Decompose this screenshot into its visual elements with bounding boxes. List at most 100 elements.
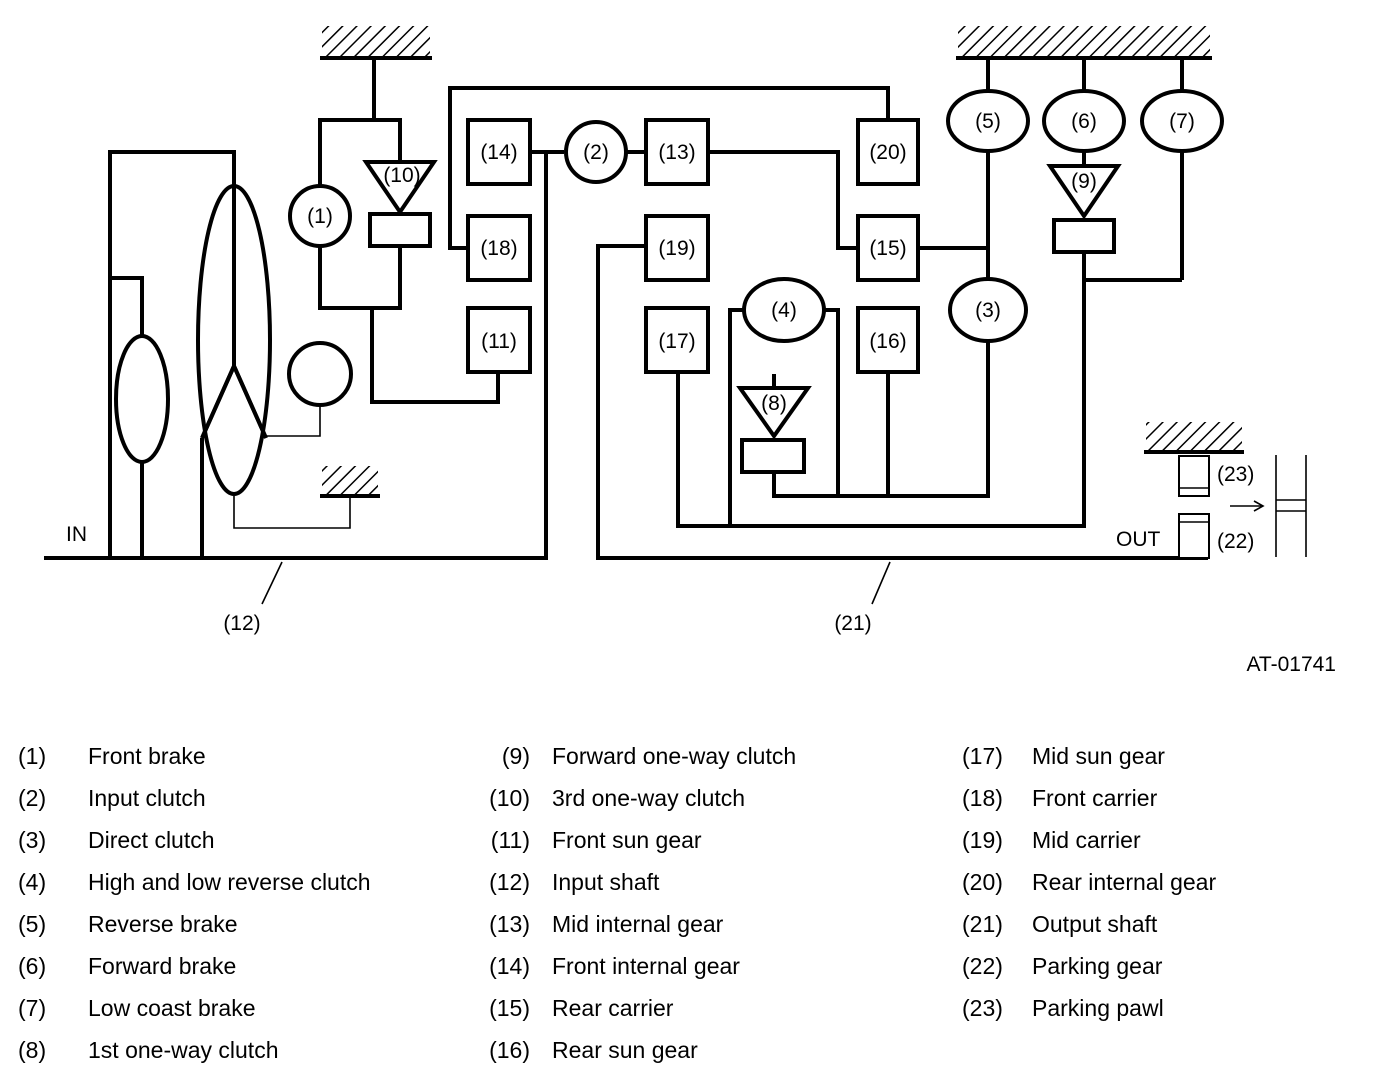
connection-lines bbox=[44, 58, 1208, 605]
legend-item: (13)Mid internal gear bbox=[482, 910, 942, 952]
legend-column-1: (1)Front brake (2)Input clutch (3)Direct… bbox=[18, 742, 478, 1078]
legend-item: (8) 1st one-way clutch bbox=[18, 1036, 478, 1078]
label-9: (9) bbox=[1071, 170, 1097, 193]
label-12: (12) bbox=[223, 612, 260, 635]
legend-number: (16) bbox=[489, 1037, 530, 1063]
legend-description: Front carrier bbox=[1032, 785, 1158, 811]
label-14: (14) bbox=[480, 141, 517, 164]
legend-item: (14) Front internal gear bbox=[482, 952, 942, 994]
legend-column-3: (17) Mid sun gear (18) Front carrier (19) M… bbox=[962, 742, 1376, 1036]
legend-description: Forward one-way clutch bbox=[552, 743, 797, 769]
legend-description: Front sun gear bbox=[552, 827, 702, 853]
label-21: (21) bbox=[834, 612, 871, 635]
legend-description: Input shaft bbox=[552, 869, 660, 895]
label-1: (1) bbox=[307, 205, 333, 228]
rear-sun-gear-16: (16) bbox=[856, 306, 920, 374]
legend-description: Input clutch bbox=[88, 785, 206, 811]
legend-description: Forward brake bbox=[88, 953, 237, 979]
forward-brake-6: (6) bbox=[1042, 89, 1126, 153]
legend-item: (18) Front carrier bbox=[962, 784, 1376, 826]
legend-item: (9) Forward one-way clutch bbox=[482, 742, 942, 784]
figure-id: AT-01741 bbox=[1246, 653, 1336, 676]
legend-description: 1st one-way clutch bbox=[88, 1037, 279, 1063]
front-carrier-18: (18) bbox=[466, 214, 532, 282]
legend-item: (15)Rear carrier bbox=[482, 994, 942, 1036]
ground-symbol-top-left bbox=[320, 26, 432, 60]
label-15: (15) bbox=[869, 237, 906, 260]
legend-description: Front internal gear bbox=[552, 953, 740, 979]
legend-number: (17) bbox=[962, 743, 1003, 769]
label-5: (5) bbox=[975, 110, 1001, 133]
legend-description: Output shaft bbox=[1032, 911, 1158, 937]
legend-number: (20) bbox=[962, 869, 1003, 895]
high-low-reverse-clutch-4: (4) bbox=[742, 277, 826, 343]
legend-number: (21) bbox=[962, 911, 1003, 937]
legend-item: (12)Input shaft bbox=[482, 868, 942, 910]
label-10: (10) bbox=[383, 164, 420, 187]
legend-description: High and low reverse clutch bbox=[88, 869, 371, 895]
converter-impeller-ellipse bbox=[196, 184, 272, 496]
legend-description: Mid carrier bbox=[1032, 827, 1141, 853]
label-22: (22) bbox=[1217, 530, 1254, 553]
legend-number: (19) bbox=[962, 827, 1003, 853]
legend-number: (14) bbox=[489, 953, 530, 979]
converter-lockup-circle bbox=[287, 341, 353, 407]
legend-number: (9) bbox=[501, 743, 530, 769]
label-17: (17) bbox=[658, 330, 695, 353]
label-6: (6) bbox=[1071, 110, 1097, 133]
legend-item: (16) Rear sun gear bbox=[482, 1036, 942, 1078]
mid-sun-gear-17: (17) bbox=[644, 306, 710, 374]
legend-description: Mid internal gear bbox=[552, 911, 724, 937]
legend-description: 3rd one-way clutch bbox=[552, 785, 746, 811]
legend-column-2: (9) Forward one-way clutch (10) 3rd one-wa… bbox=[482, 742, 942, 1078]
forward-one-way-clutch-9: (9) bbox=[1046, 164, 1122, 254]
label-out: OUT bbox=[1116, 528, 1161, 551]
label-23: (23) bbox=[1217, 463, 1254, 486]
legend-item: (19) Mid carrier bbox=[962, 826, 1376, 868]
ground-symbol-parking bbox=[1144, 422, 1244, 454]
label-in: IN bbox=[66, 523, 87, 546]
legend-item: (5) Reverse brake bbox=[18, 910, 478, 952]
first-one-way-clutch-8: (8) bbox=[736, 386, 812, 474]
ground-symbol-top-right bbox=[956, 26, 1212, 60]
legend-number: (6) bbox=[18, 953, 47, 979]
legend-description: Mid sun gear bbox=[1032, 743, 1165, 769]
label-8: (8) bbox=[761, 392, 787, 415]
legend-item: (21) Output shaft bbox=[962, 910, 1376, 952]
legend-item: (7)Low coast brake bbox=[18, 994, 478, 1036]
legend-number: (11) bbox=[490, 827, 530, 853]
legend-description: Rear internal gear bbox=[1032, 869, 1217, 895]
legend-item: (23)Parking pawl bbox=[962, 994, 1376, 1036]
legend-number: (5) bbox=[18, 911, 47, 937]
legend-number: (10) bbox=[489, 785, 530, 811]
legend-description: Parking gear bbox=[1032, 953, 1163, 979]
legend-number: (15) bbox=[489, 995, 530, 1021]
front-sun-gear-11: (11) bbox=[466, 306, 532, 374]
legend-description: Rear sun gear bbox=[552, 1037, 698, 1063]
legend-item: (20) Rear internal gear bbox=[962, 868, 1376, 910]
label-11: (11) bbox=[481, 330, 517, 353]
legend-item: (1)Front brake bbox=[18, 742, 478, 784]
arrow-icon bbox=[1230, 500, 1265, 512]
legend-description: Reverse brake bbox=[88, 911, 238, 937]
legend-number: (18) bbox=[962, 785, 1003, 811]
parking-pawl-23 bbox=[1178, 455, 1210, 497]
legend-number: (3) bbox=[18, 827, 47, 853]
legend-description: Parking pawl bbox=[1032, 995, 1164, 1021]
legend-number: (4) bbox=[18, 869, 47, 895]
label-20: (20) bbox=[869, 141, 906, 164]
label-7: (7) bbox=[1169, 110, 1195, 133]
label-4: (4) bbox=[771, 299, 797, 322]
legend-item: (2)Input clutch bbox=[18, 784, 478, 826]
mid-carrier-19: (19) bbox=[644, 214, 710, 282]
ground-symbol-converter bbox=[320, 466, 380, 498]
front-brake-1: (1) bbox=[288, 184, 352, 248]
label-13: (13) bbox=[658, 141, 695, 164]
label-18: (18) bbox=[480, 237, 517, 260]
rear-carrier-15: (15) bbox=[856, 214, 920, 282]
legend-number: (1) bbox=[18, 743, 47, 769]
legend-item: (10) 3rd one-way clutch bbox=[482, 784, 942, 826]
legend-number: (8) bbox=[18, 1037, 47, 1063]
parking-gear-22 bbox=[1178, 513, 1210, 559]
direct-clutch-3: (3) bbox=[948, 277, 1028, 343]
